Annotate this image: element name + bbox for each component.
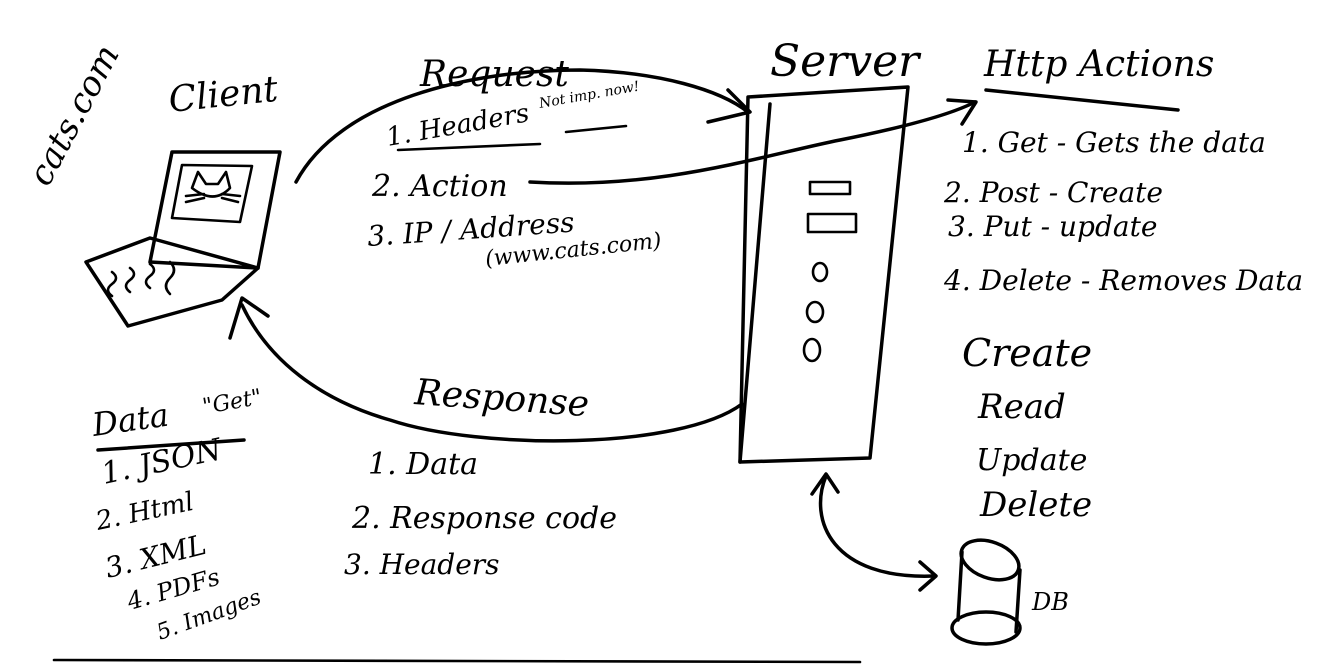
- response-item-2: 2. Response code: [351, 501, 617, 536]
- crud-create: Create: [962, 331, 1092, 375]
- response-title: Response: [412, 372, 590, 425]
- http-actions-title: Http Actions: [983, 44, 1214, 85]
- crud-read: Read: [977, 387, 1066, 427]
- crud-update: Update: [976, 443, 1087, 478]
- response-item-3: 3. Headers: [344, 548, 500, 581]
- action-arrow: [528, 100, 977, 185]
- request-title: Request: [419, 54, 569, 95]
- bottom-rule: [52, 658, 862, 664]
- client-title: Client: [167, 69, 281, 121]
- response-arrow: [240, 303, 744, 443]
- db-arrow: [818, 474, 936, 578]
- server-icon: [738, 85, 910, 464]
- data-title: Data: [89, 396, 171, 444]
- server-title: Server: [770, 36, 922, 87]
- site-label: cats.com: [21, 38, 128, 192]
- database-label: DB: [1031, 588, 1069, 616]
- laptop-icon: [84, 150, 282, 328]
- data-subtitle: "Get": [201, 385, 264, 420]
- request-item-2: 2. Action: [371, 169, 508, 204]
- database-icon: [950, 538, 1022, 646]
- http-action-2: 2. Post - Create: [943, 176, 1163, 209]
- request-arrowhead: [706, 88, 752, 124]
- data-item-2: 2. Html: [92, 487, 196, 537]
- http-action-4: 4. Delete - Removes Data: [943, 264, 1303, 297]
- http-action-3: 3. Put - update: [948, 210, 1157, 243]
- http-action-1: 1. Get - Gets the data: [962, 126, 1266, 159]
- request-arrow: [294, 68, 750, 184]
- data-item-1: 1. JSON: [98, 432, 226, 492]
- response-item-1: 1. Data: [368, 447, 478, 482]
- crud-delete: Delete: [979, 485, 1092, 525]
